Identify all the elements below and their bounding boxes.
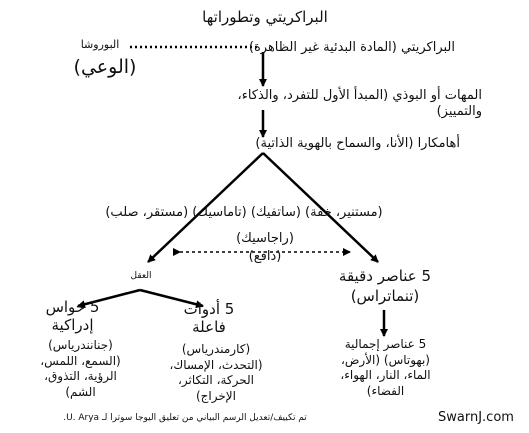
footer-site: SwarnJ.com bbox=[438, 410, 514, 425]
node-rajasic: (راجاسيك) bbox=[236, 231, 294, 246]
tools-detail-line-3: الحركة، التكاثر، bbox=[178, 373, 254, 388]
arrow-mind-to-tools bbox=[139, 288, 204, 309]
senses-detail-line-4: الشم) bbox=[65, 384, 96, 399]
node-gunas: (مستنير، خفة) (ساتفيك) (تاماسيك) (مستقر،… bbox=[105, 205, 383, 220]
node-five-tools-line-1: 5 أدوات bbox=[183, 300, 235, 318]
node-drive: (دافع) bbox=[248, 249, 282, 264]
gross-line-2: (بهوتاس) (الأرض، bbox=[341, 352, 430, 367]
diagram-title: البراكريتي وتطوراتها bbox=[202, 8, 328, 26]
node-five-tools-line-2: فاعلة bbox=[192, 318, 226, 336]
gross-line-1: 5 عناصر إجمالية bbox=[344, 337, 427, 351]
node-five-senses-detail: (جنانندرياس) (السمع، اللمس، الرؤية، التذ… bbox=[28, 338, 133, 400]
gross-line-3: الماء، النار، الهواء، bbox=[340, 368, 431, 383]
node-five-subtle: 5 عناصر دقيقة (تنماتراس) bbox=[330, 267, 440, 306]
senses-detail-line-3: الرؤية، التذوق، bbox=[44, 369, 117, 384]
gross-line-4: الفضاء) bbox=[366, 383, 405, 398]
node-consciousness: (الوعي) bbox=[73, 56, 137, 78]
node-mahat-line-2: والتمييز) bbox=[436, 104, 482, 120]
node-five-senses-line-2: إدراكية bbox=[51, 316, 94, 334]
arrow-mind-to-senses bbox=[77, 288, 141, 309]
tools-detail-line-1: (كارمندرياس) bbox=[181, 342, 251, 356]
node-prakriti: البراكريتي (المادة البدئية غير الظاهرة) bbox=[248, 40, 455, 55]
node-five-tools: 5 أدوات فاعلة bbox=[170, 300, 248, 336]
node-five-subtle-line-2: (تنماتراس) bbox=[350, 286, 420, 305]
node-mahat-line-1: المهات أو البوذي (المبدأ الأول للتفرد، و… bbox=[237, 88, 482, 103]
footer-credit: تم تكييف/تعديل الرسم البياني من تعليق ال… bbox=[63, 413, 307, 423]
arrow-ahamkara-to-subtle bbox=[262, 152, 379, 263]
node-ahamkara: أهامكارا (الأنا، والسماح بالهوية الذاتية… bbox=[255, 136, 460, 151]
node-mahat: المهات أو البوذي (المبدأ الأول للتفرد، و… bbox=[190, 88, 482, 121]
node-five-subtle-line-1: 5 عناصر دقيقة bbox=[338, 267, 432, 285]
node-five-senses-line-1: 5 حواس bbox=[45, 298, 100, 316]
node-mind: العقل bbox=[130, 271, 152, 281]
node-five-gross: 5 عناصر إجمالية (بهوتاس) (الأرض، الماء، … bbox=[318, 337, 453, 399]
node-purusha: البوروشا bbox=[80, 38, 120, 51]
node-five-senses: 5 حواس إدراكية bbox=[40, 298, 105, 334]
senses-detail-line-2: (السمع، اللمس، bbox=[40, 353, 121, 368]
node-five-tools-detail: (كارمندرياس) (التحدث، الإمساك، الحركة، ا… bbox=[156, 342, 276, 404]
senses-detail-line-1: (جنانندرياس) bbox=[48, 338, 113, 352]
tools-detail-line-2: (التحدث، الإمساك، bbox=[169, 357, 263, 372]
tools-detail-line-4: الإخراج) bbox=[196, 388, 236, 403]
arrow-ahamkara-to-mind bbox=[147, 152, 264, 263]
